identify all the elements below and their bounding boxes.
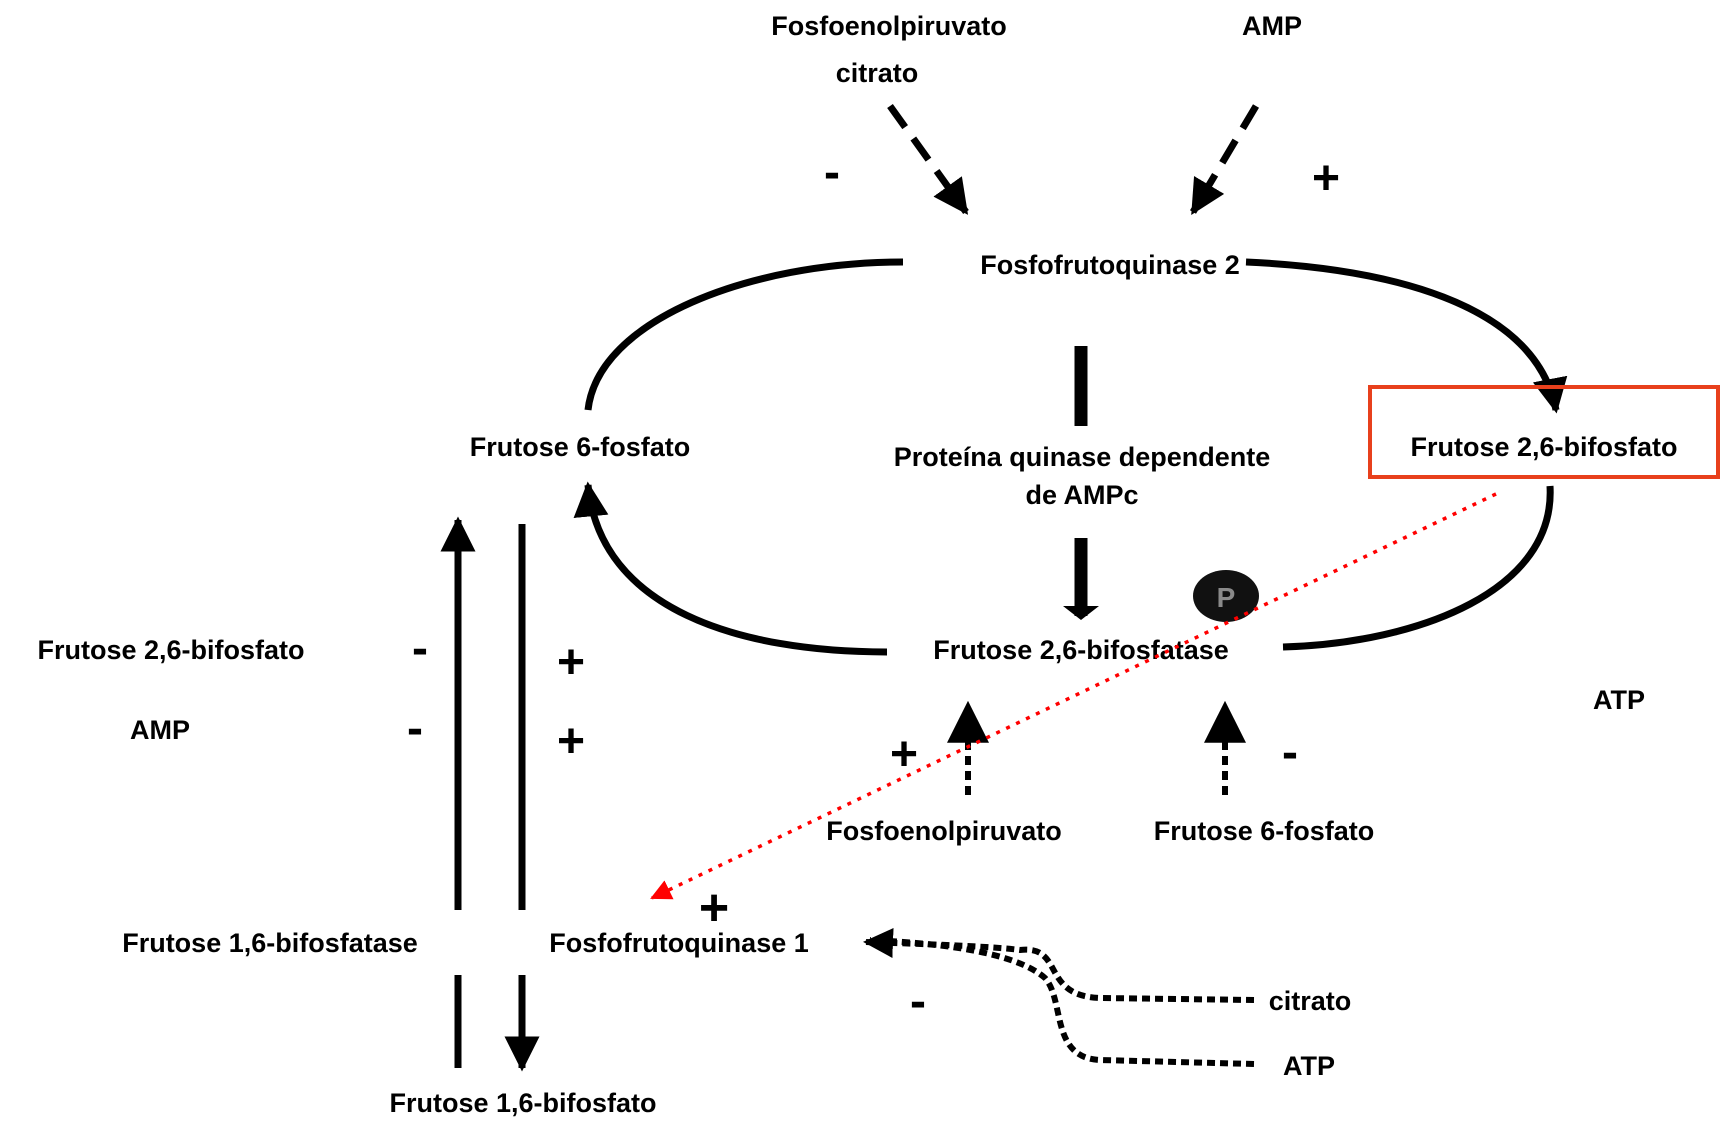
- left-amp-label: AMP: [130, 715, 190, 745]
- pka-action-arrowhead: [1063, 606, 1099, 620]
- f26bpase-label: Frutose 2,6-bifosfatase: [933, 635, 1229, 665]
- top-citrate-label: citrato: [836, 58, 919, 88]
- pfk1-red-plus-sign: +: [699, 879, 729, 937]
- phosphate-label: P: [1217, 582, 1236, 613]
- left-amp-minus: -: [407, 702, 423, 755]
- cycle-arc-top-right: [1245, 258, 1568, 414]
- left-f26bp-minus: -: [412, 622, 428, 675]
- f6p-bottom-label: Frutose 6-fosfato: [1154, 816, 1375, 846]
- f6p-minus-sign: -: [1282, 726, 1298, 779]
- phosphate-circle: [1193, 570, 1259, 622]
- pka-label-line1: Proteína quinase dependente: [894, 442, 1271, 472]
- top-minus-sign: -: [824, 146, 840, 199]
- cycle-arc-bottom-left: [573, 481, 888, 656]
- cycle-arc-bottom-right: [1282, 485, 1554, 651]
- atp-bottom-label: ATP: [1283, 1051, 1335, 1081]
- top-inhibition-arrow: [887, 103, 969, 215]
- f26bp-activation-arrow: [650, 492, 1497, 900]
- left-amp-plus: +: [557, 715, 585, 768]
- left-f26bp-plus: +: [557, 636, 585, 689]
- citrate-right-label: citrato: [1269, 986, 1352, 1016]
- pfk1-label: Fosfofrutoquinase 1: [549, 928, 809, 958]
- atp-inhibition-arrow: [869, 937, 1255, 1067]
- pep-bottom-label: Fosfoenolpiruvato: [826, 816, 1062, 846]
- pka-label-line2: de AMPc: [1025, 480, 1138, 510]
- pfk1-minus-sign: -: [910, 975, 926, 1028]
- pfk2-label: Fosfofrutoquinase 2: [980, 250, 1240, 280]
- cycle-arc-top-left: [584, 258, 904, 411]
- f16bpase-label: Frutose 1,6-bifosfatase: [122, 928, 418, 958]
- left-f26bp-label: Frutose 2,6-bifosfato: [37, 635, 304, 665]
- pep-plus-sign: +: [890, 728, 918, 781]
- f26bp-label: Frutose 2,6-bifosfato: [1410, 432, 1677, 462]
- f16bp-label: Frutose 1,6-bifosfato: [389, 1088, 656, 1118]
- top-pep-label: Fosfoenolpiruvato: [771, 11, 1007, 41]
- f6p-label: Frutose 6-fosfato: [470, 432, 691, 462]
- top-amp-label: AMP: [1242, 11, 1302, 41]
- top-activation-arrow: [1189, 104, 1260, 216]
- atp-right-label: ATP: [1593, 685, 1645, 715]
- f26bp-highlight-box: [1368, 385, 1720, 479]
- top-plus-sign: +: [1312, 152, 1340, 205]
